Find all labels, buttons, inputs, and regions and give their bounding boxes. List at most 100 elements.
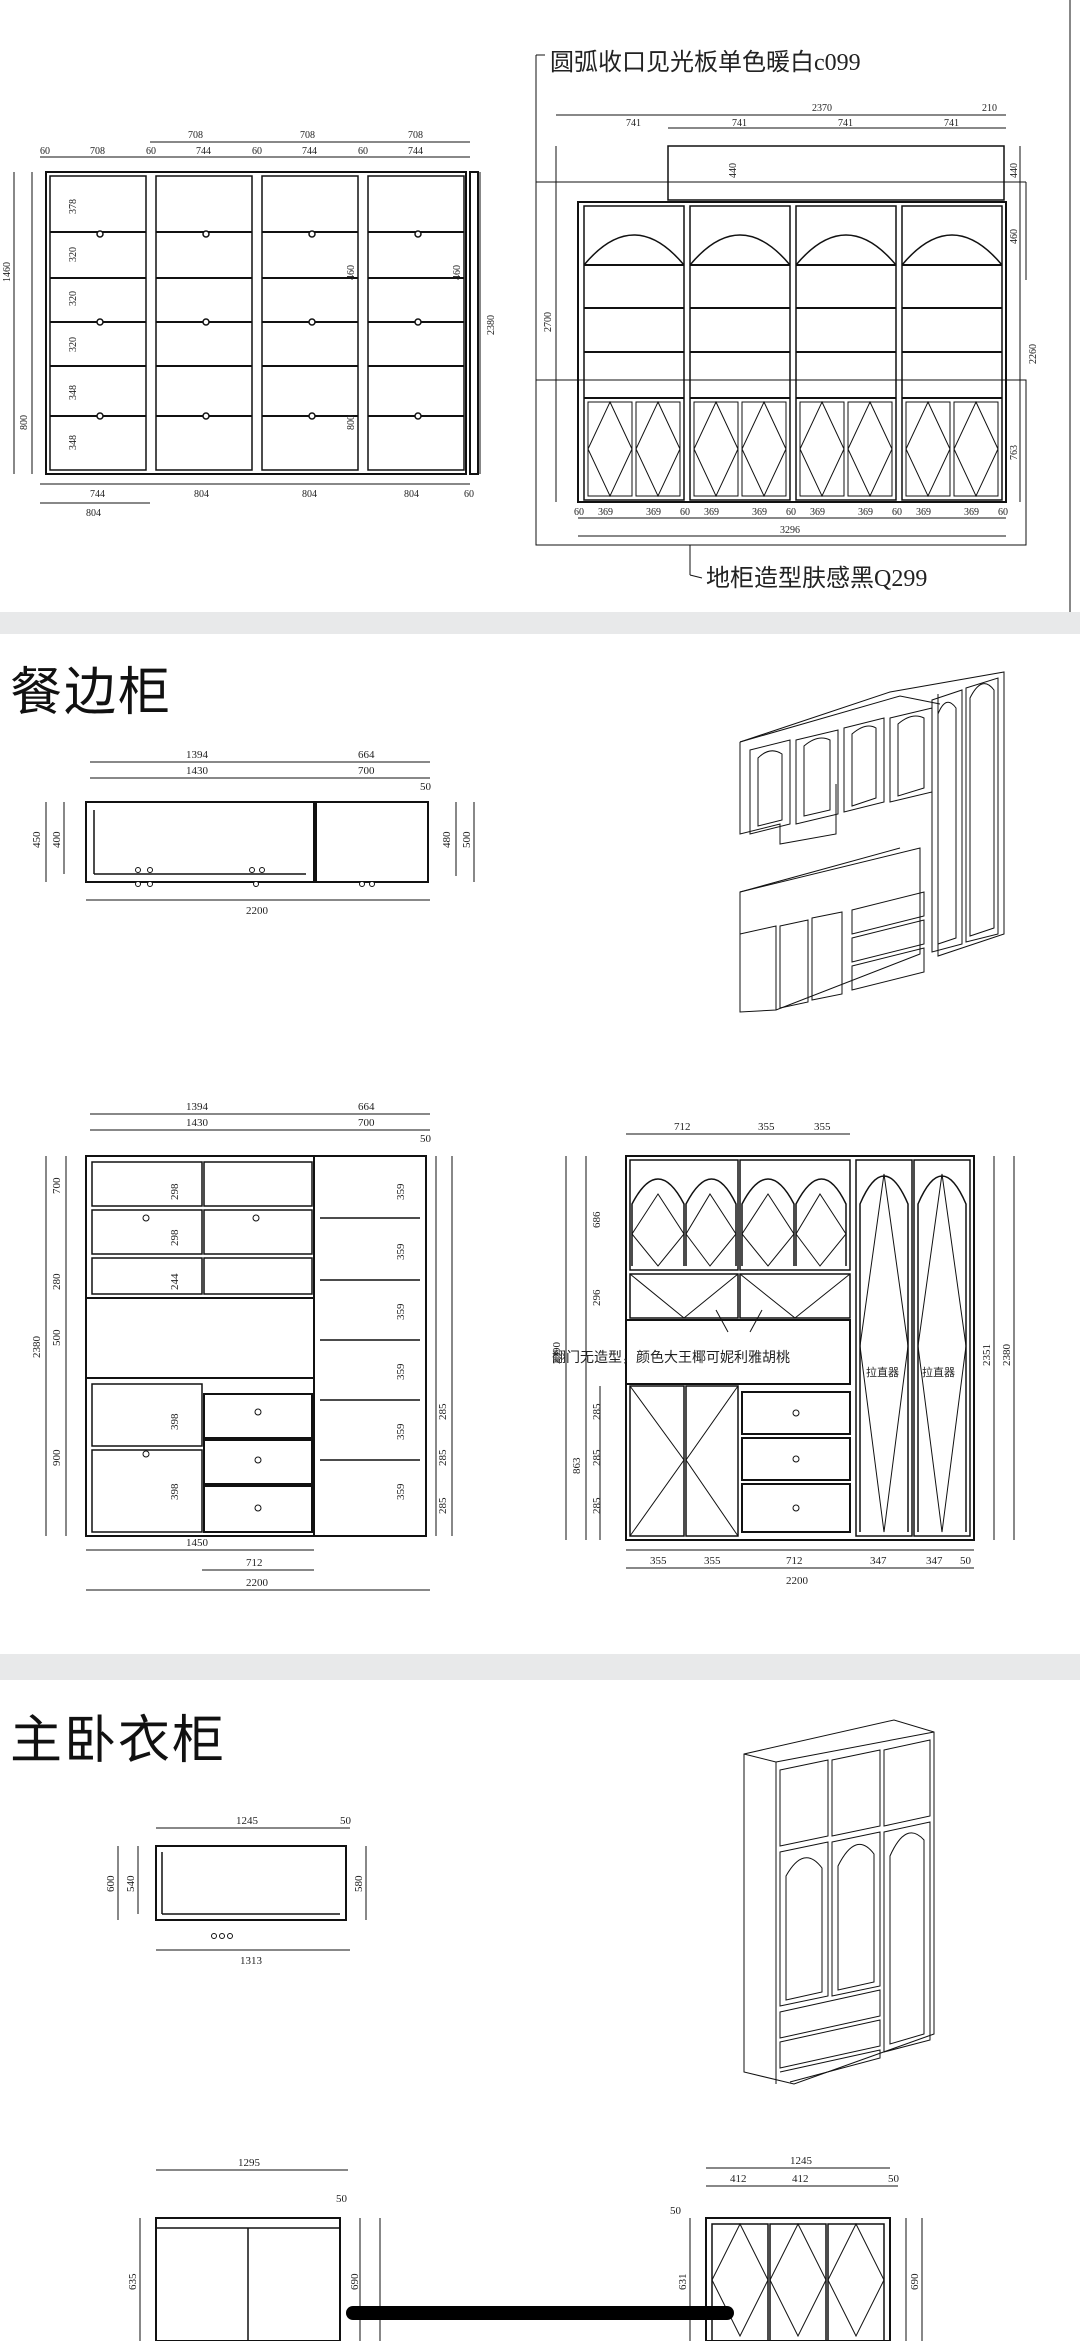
dim: 2351: [981, 1344, 993, 1366]
dim: 2200: [246, 905, 269, 917]
dim: 60: [998, 507, 1008, 518]
dim: 2370: [812, 103, 832, 114]
dim: 500: [461, 831, 473, 848]
dim: 700: [51, 1177, 63, 1194]
dim: 369: [598, 507, 613, 518]
dim: 359: [395, 1363, 407, 1380]
dim: 355: [650, 1555, 667, 1567]
dim: 296: [591, 1289, 603, 1306]
dim: 708: [188, 130, 203, 141]
dim: 320: [68, 337, 79, 352]
dim: 347: [870, 1555, 887, 1567]
dim: 708: [90, 146, 105, 157]
dim: 369: [704, 507, 719, 518]
dim: 763: [1009, 445, 1020, 460]
dim: 631: [677, 2274, 689, 2291]
dim: 712: [674, 1121, 691, 1133]
annotation-bottom-text: 地柜造型肤感黑Q299: [706, 565, 927, 592]
dim: 2200: [246, 1577, 269, 1589]
dim: 900: [51, 1449, 63, 1466]
dim: 369: [916, 507, 931, 518]
dim: 664: [358, 1101, 375, 1113]
dim: 298: [169, 1183, 181, 1200]
dim: 800: [346, 415, 357, 430]
dim: 369: [964, 507, 979, 518]
dim: 60: [358, 146, 368, 157]
dim: 60: [892, 507, 902, 518]
dim: 400: [51, 831, 63, 848]
wardrobe-dimensions: 1245 50 600 540 580 1313 1295 50 635 690…: [105, 1815, 921, 2290]
dim: 3296: [780, 525, 800, 536]
dim: 580: [353, 1875, 365, 1892]
dim: 712: [246, 1557, 263, 1569]
dim: 60: [464, 489, 474, 500]
dim: 744: [302, 146, 317, 157]
dim: 359: [395, 1183, 407, 1200]
dim: 744: [90, 489, 105, 500]
dim: 800: [19, 415, 30, 430]
dim: 1460: [2, 262, 13, 282]
dim: 450: [31, 831, 43, 848]
dim: 320: [68, 291, 79, 306]
dim: 741: [944, 118, 959, 129]
dim: 1430: [186, 765, 209, 777]
sideboard-note: 翻门无造型，颜色大王椰可妮利雅胡桃: [552, 1349, 790, 1366]
dim: 359: [395, 1483, 407, 1500]
dim: 369: [752, 507, 767, 518]
dim: 440: [728, 163, 739, 178]
dim: 690: [349, 2273, 361, 2290]
dim: 60: [252, 146, 262, 157]
dim: 1295: [238, 2157, 261, 2169]
dim: 50: [960, 1555, 972, 1567]
dim: 285: [437, 1449, 449, 1466]
dim: 60: [680, 507, 690, 518]
right-elevation-dimensions: 2370 210 741 741 741 741 2700 440 440 46…: [543, 103, 1039, 536]
dim: 244: [169, 1273, 181, 1290]
dim: 285: [591, 1497, 603, 1514]
home-indicator[interactable]: [346, 2306, 734, 2320]
dim: 60: [146, 146, 156, 157]
handle-label: 拉直器: [922, 1365, 955, 1379]
dim: 804: [86, 508, 101, 519]
dim: 1313: [240, 1955, 263, 1967]
dim: 863: [571, 1457, 583, 1474]
drawing-panel-sideboard: 餐边柜: [0, 634, 1080, 1654]
dim: 285: [437, 1403, 449, 1420]
dim: 500: [51, 1329, 63, 1346]
dim: 804: [404, 489, 419, 500]
annotation-top-text: 圆弧收口见光板单色暖白c099: [550, 49, 861, 76]
dim: 347: [926, 1555, 943, 1567]
dim: 1450: [186, 1537, 209, 1549]
dim: 1430: [186, 1117, 209, 1129]
dim: 635: [127, 2273, 139, 2290]
dim: 359: [395, 1303, 407, 1320]
dim: 369: [858, 507, 873, 518]
dim: 378: [68, 199, 79, 214]
dim: 460: [1009, 229, 1020, 244]
dim: 540: [125, 1875, 137, 1892]
dim: 50: [340, 1815, 352, 1827]
dim: 700: [358, 1117, 375, 1129]
dim: 50: [888, 2173, 900, 2185]
dim: 2380: [31, 1336, 43, 1359]
dim: 690: [909, 2273, 921, 2290]
dim: 298: [169, 1229, 181, 1246]
dim: 280: [51, 1273, 63, 1290]
dim: 600: [105, 1875, 117, 1892]
dim: 398: [169, 1483, 181, 1500]
drawing-panel-wardrobe: 主卧衣柜: [0, 1680, 1080, 2341]
dim: 50: [670, 2205, 682, 2217]
dim: 355: [758, 1121, 775, 1133]
dim: 285: [437, 1497, 449, 1514]
dim: 2700: [543, 312, 554, 332]
dim: 285: [591, 1449, 603, 1466]
dim: 712: [786, 1555, 803, 1567]
dim: 60: [574, 507, 584, 518]
dim: 2380: [486, 315, 497, 335]
dim: 804: [194, 489, 209, 500]
dim: 412: [792, 2173, 809, 2185]
dim: 369: [646, 507, 661, 518]
drawing-panel-bookcase: 圆弧收口见光板单色暖白c099 地柜造型肤感黑Q299 708 708 708 …: [0, 0, 1080, 612]
dim: 355: [814, 1121, 831, 1133]
dim: 741: [732, 118, 747, 129]
